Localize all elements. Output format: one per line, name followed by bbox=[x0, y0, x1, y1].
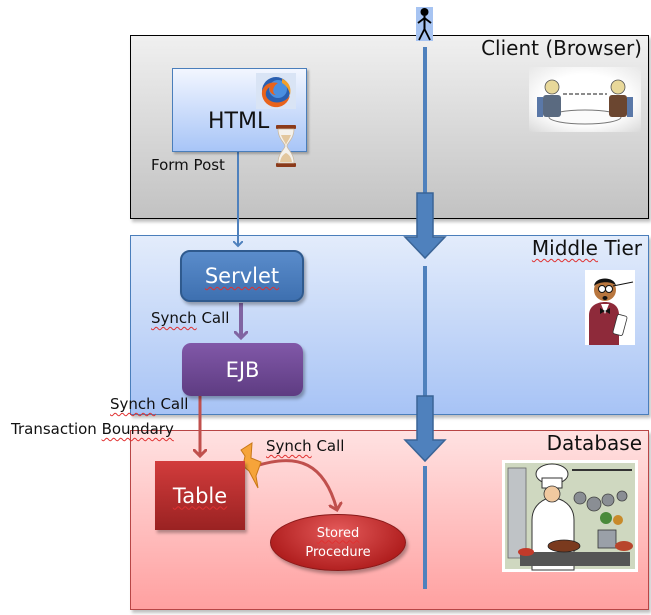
waiter-illustration bbox=[585, 270, 635, 345]
business-meeting-illustration bbox=[529, 67, 641, 132]
firefox-logo-icon bbox=[256, 73, 296, 109]
block-arrow-client-to-middle bbox=[403, 192, 447, 260]
servlet-to-ejb-label-word1: Synch bbox=[151, 309, 197, 327]
middle-tier-title: Middle Tier bbox=[532, 236, 642, 260]
table-node: Table bbox=[155, 461, 245, 530]
servlet-to-ejb-label: Synch Call bbox=[151, 309, 229, 327]
block-arrow-middle-to-database bbox=[403, 395, 447, 463]
servlet-node: Servlet bbox=[180, 250, 304, 302]
stored-procedure-label-line2: Procedure bbox=[305, 544, 371, 560]
table-to-sp-arrow bbox=[249, 459, 337, 510]
table-to-sp-label-word1: Synch bbox=[266, 437, 312, 455]
middle-tier-title-word1: Middle bbox=[531, 236, 598, 260]
html-node-label: HTML bbox=[208, 109, 270, 134]
middle-tier-panel: Middle Tier bbox=[130, 235, 649, 415]
ejb-to-table-label: Synch Call bbox=[110, 395, 188, 413]
chef-kitchen-illustration bbox=[502, 460, 638, 572]
table-node-label: Table bbox=[172, 483, 228, 508]
ejb-to-table-label-word2: Call bbox=[160, 395, 189, 413]
ejb-to-table-label-word1: Synch bbox=[110, 395, 156, 413]
transaction-boundary-label-word1: Transaction bbox=[11, 420, 97, 438]
form-post-label: Form Post bbox=[151, 156, 225, 174]
transaction-boundary-label: Transaction Boundary bbox=[11, 420, 174, 438]
servlet-to-ejb-label-word2: Call bbox=[201, 309, 230, 327]
database-tier-title: Database bbox=[546, 431, 642, 455]
ejb-node: EJB bbox=[182, 343, 303, 396]
stored-procedure-label-line1: Stored bbox=[316, 525, 360, 541]
client-tier-title: Client (Browser) bbox=[481, 36, 642, 60]
ejb-node-label: EJB bbox=[225, 357, 260, 382]
table-to-sp-label: Synch Call bbox=[266, 437, 344, 455]
middle-tier-title-word2: Tier bbox=[604, 236, 642, 260]
user-stick-figure-icon bbox=[416, 7, 433, 41]
table-to-sp-label-word2: Call bbox=[316, 437, 345, 455]
hourglass-icon bbox=[275, 125, 297, 167]
transaction-boundary-label-word2: Boundary bbox=[101, 420, 174, 438]
servlet-node-label: Servlet bbox=[204, 264, 280, 288]
stored-procedure-node: Stored Procedure bbox=[270, 514, 406, 571]
